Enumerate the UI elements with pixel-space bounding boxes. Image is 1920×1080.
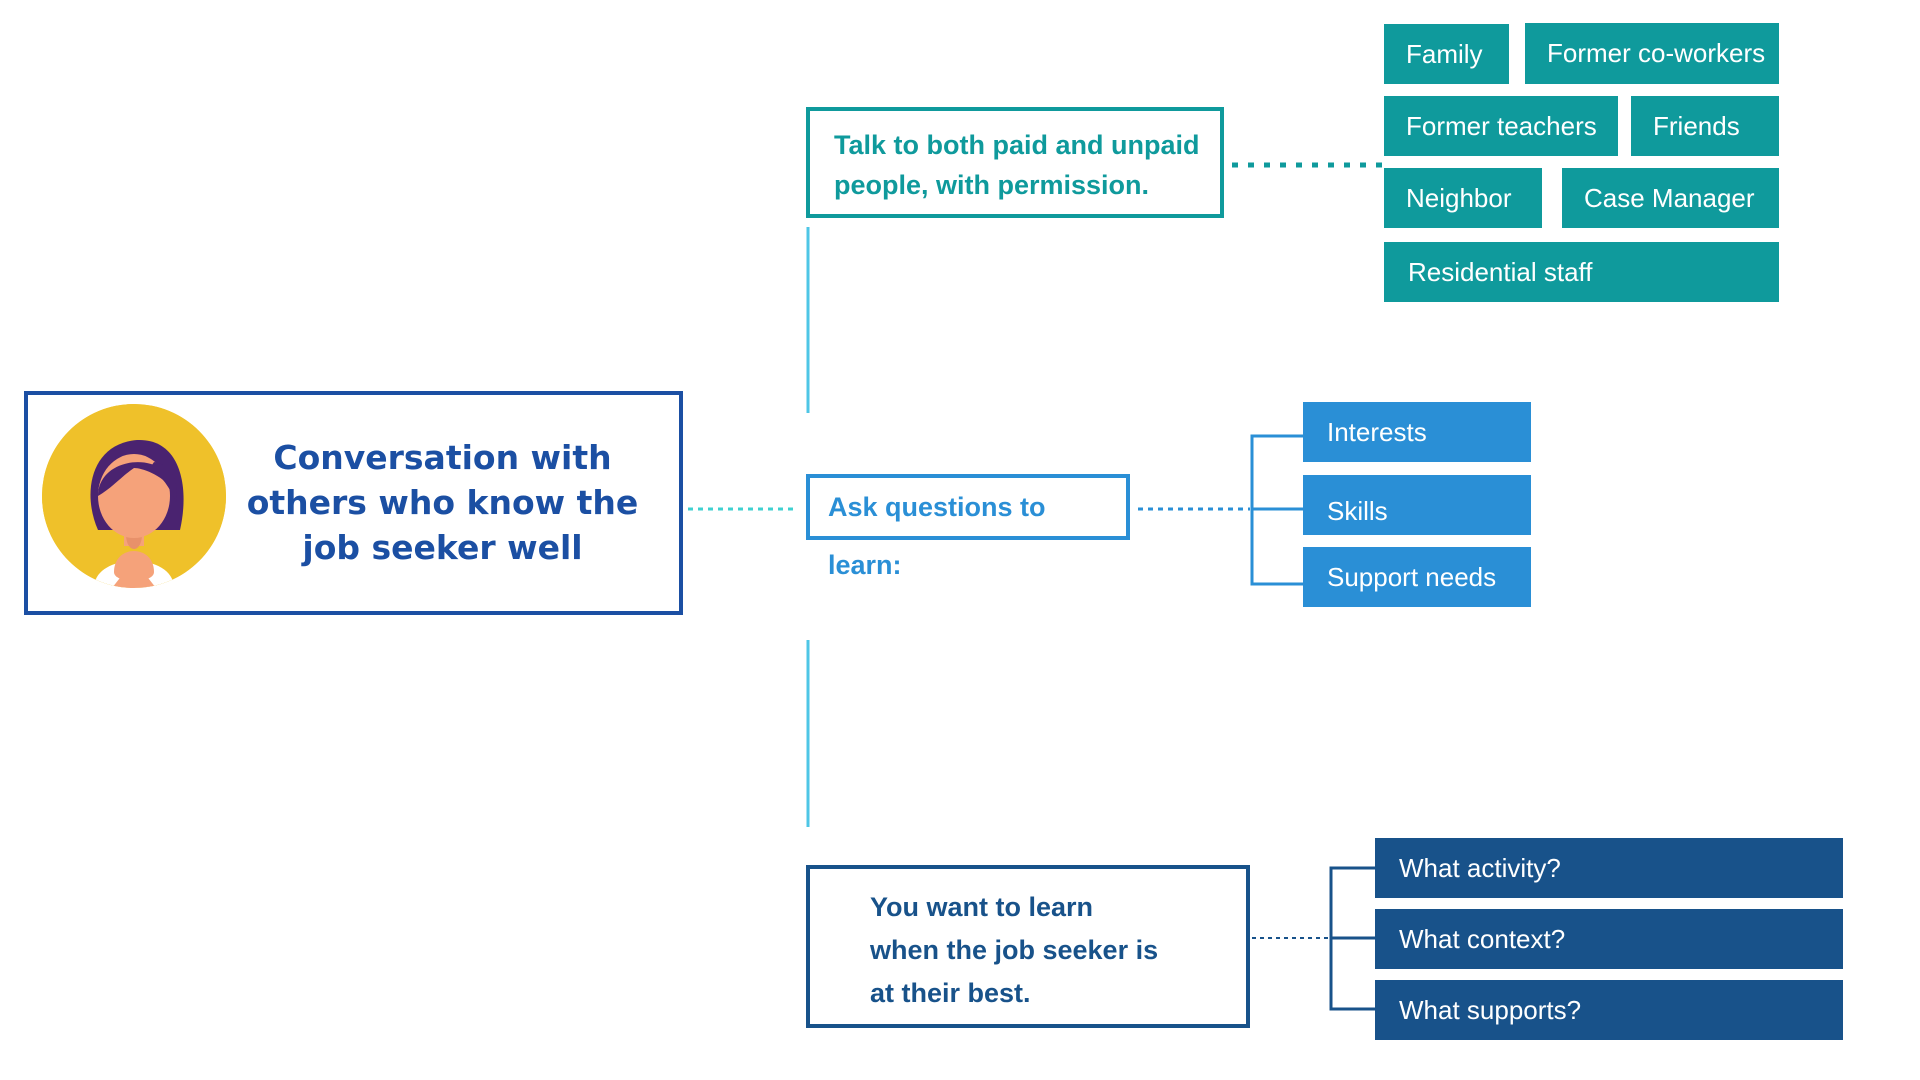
central-title-line: others who know the	[246, 483, 639, 522]
best-branch-line: at their best.	[870, 978, 1031, 1008]
talk-branch-line: Talk to both paid and unpaid	[834, 130, 1200, 160]
best-branch-line: when the job seeker is	[870, 935, 1159, 965]
tag-neighbor: Neighbor	[1384, 168, 1542, 228]
tag-skills: Skills	[1303, 475, 1531, 535]
tag-what-supports: What supports?	[1375, 980, 1843, 1040]
tag-what-context: What context?	[1375, 909, 1843, 969]
ask-branch-box: Ask questions to learn:	[806, 474, 1130, 580]
best-questions-bracket	[1329, 866, 1375, 1011]
tag-former-co-workers: Former co-workers	[1525, 23, 1779, 84]
best-branch-box: You want to learn when the job seeker is…	[806, 865, 1250, 1028]
best-branch-line: You want to learn	[870, 892, 1094, 922]
tag-what-activity: What activity?	[1375, 838, 1843, 898]
tag-residential-staff: Residential staff	[1384, 242, 1779, 302]
tag-case-manager: Case Manager	[1562, 168, 1779, 228]
talk-branch-box: Talk to both paid and unpaid people, wit…	[806, 107, 1224, 218]
woman-avatar-icon	[42, 404, 226, 588]
tag-support-needs: Support needs	[1303, 547, 1531, 607]
tag-former-teachers: Former teachers	[1384, 96, 1618, 156]
tag-interests: Interests	[1303, 402, 1531, 462]
tag-friends: Friends	[1631, 96, 1779, 156]
central-title-line: Conversation with	[273, 438, 612, 477]
questions-bracket	[1250, 434, 1303, 586]
talk-branch-line: people, with permission.	[834, 170, 1150, 200]
central-topic-title: Conversation with others who know the jo…	[230, 435, 655, 570]
central-title-line: job seeker well	[302, 528, 583, 567]
tag-family: Family	[1384, 24, 1509, 84]
